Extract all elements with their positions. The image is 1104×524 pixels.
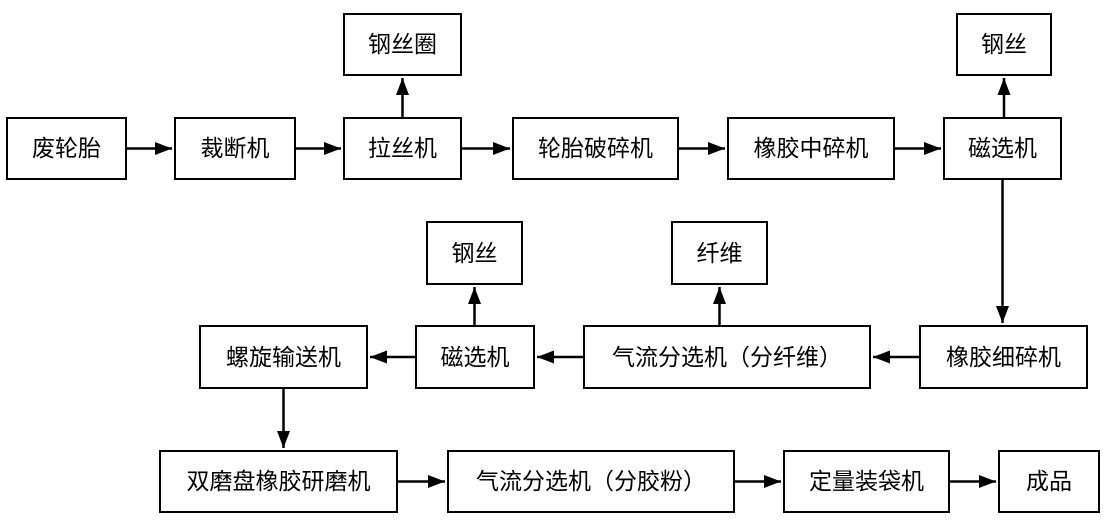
flow-node-label: 废轮胎 (32, 136, 101, 161)
flow-node-steel-wire-ring: 钢丝圈 (343, 13, 462, 76)
flow-node-rubber-fine-crusher: 橡胶细碎机 (919, 325, 1088, 389)
flow-node-label: 拉丝机 (368, 136, 437, 161)
flow-node-label: 定量装袋机 (809, 469, 924, 494)
flow-node-fiber: 纤维 (671, 221, 768, 285)
flow-node-label: 轮胎破碎机 (538, 136, 653, 161)
flow-node-label: 双磨盘橡胶研磨机 (186, 469, 371, 494)
flow-node-label: 钢丝圈 (368, 32, 437, 57)
flow-node-air-separator-fiber: 气流分选机（分纤维） (583, 325, 871, 389)
flow-node-rubber-medium-crusher: 橡胶中碎机 (727, 117, 895, 180)
flow-node-waste-tire: 废轮胎 (6, 117, 127, 180)
flow-node-label: 气流分选机（分纤维） (612, 344, 842, 370)
flow-node-magnetic-separator-2: 磁选机 (415, 325, 535, 389)
flow-node-label: 橡胶细碎机 (946, 344, 1061, 370)
flow-node-steel-wire-2: 钢丝 (426, 221, 523, 285)
flow-node-label: 纤维 (696, 240, 743, 266)
flow-node-screw-conveyor: 螺旋输送机 (199, 325, 368, 389)
flow-node-wire-drawing-machine: 拉丝机 (343, 117, 462, 180)
flow-node-label: 磁选机 (968, 136, 1037, 161)
flow-node-label: 螺旋输送机 (226, 344, 341, 370)
flow-node-label: 磁选机 (440, 344, 510, 370)
flow-node-air-separator-powder: 气流分选机（分胶粉） (447, 450, 735, 513)
flow-node-magnetic-separator-1: 磁选机 (943, 117, 1062, 180)
flow-node-steel-wire-1: 钢丝 (956, 13, 1052, 76)
flow-node-label: 钢丝 (451, 240, 498, 266)
flow-node-label: 气流分选机（分胶粉） (476, 469, 706, 494)
flow-node-label: 裁断机 (200, 136, 270, 161)
flow-node-finished-product: 成品 (998, 450, 1100, 513)
flow-node-cutting-machine: 裁断机 (174, 117, 296, 180)
flow-node-quantitative-bagging-machine: 定量装袋机 (783, 450, 950, 513)
flow-node-tire-crusher: 轮胎破碎机 (512, 117, 679, 180)
flow-node-double-disc-rubber-grinder: 双磨盘橡胶研磨机 (159, 450, 398, 513)
flow-node-label: 钢丝 (981, 32, 1027, 57)
flow-node-label: 橡胶中碎机 (753, 136, 869, 161)
flow-node-label: 成品 (1026, 469, 1072, 494)
